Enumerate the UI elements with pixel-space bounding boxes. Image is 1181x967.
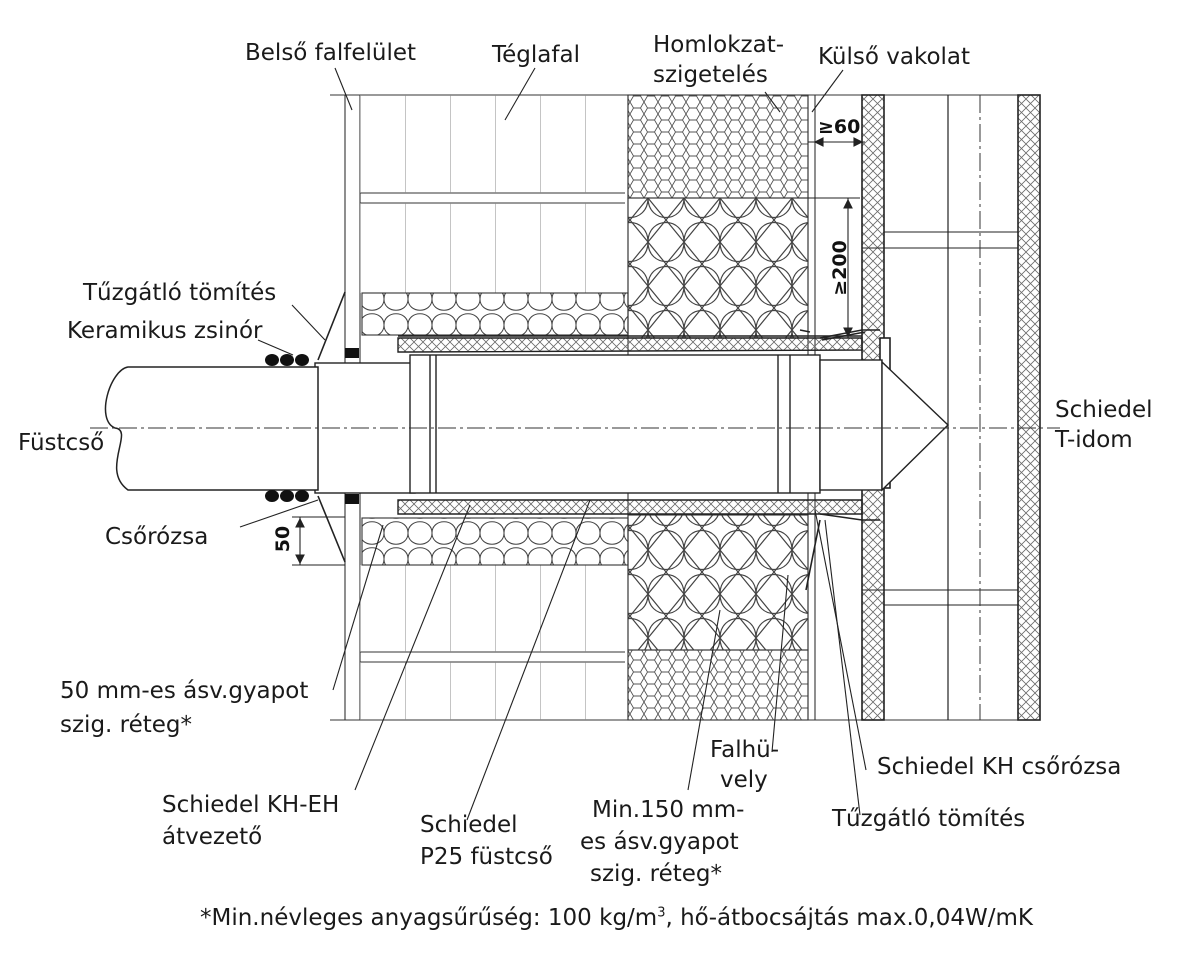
- label-rosette: Csőrózsa: [105, 524, 209, 550]
- label-fire-seal-right: Tűzgátló tömítés: [832, 806, 1026, 832]
- center-axis: [90, 95, 1060, 720]
- label-ceramic-cord: Keramikus zsinór: [67, 318, 263, 344]
- leader-lines: [239, 67, 867, 821]
- label-kh-rosette: Schiedel KH csőrózsa: [877, 754, 1122, 780]
- footnote-text-end: , hő-átbocsájtás max.0,04W/mK: [665, 905, 1033, 931]
- label-interior-wall-surface: Belső falfelület: [245, 40, 417, 66]
- dim-200: ≥200: [829, 240, 851, 296]
- footnote-superscript: 3: [657, 905, 666, 921]
- label-wool-150-1: Min.150 mm-: [592, 797, 745, 823]
- label-t-piece-2: T-idom: [1055, 427, 1133, 453]
- label-facade-insulation-1: Homlokzat-: [653, 32, 785, 58]
- label-kh-eh-2: átvezető: [162, 824, 263, 850]
- ceramic-cord: [265, 348, 359, 504]
- footnote: *Min.névleges anyagsűrűség: 100 kg/m3, h…: [200, 905, 1033, 931]
- dim-50: 50: [272, 526, 294, 552]
- label-wool-150-3: szig. réteg*: [590, 861, 723, 887]
- label-p25-2: P25 füstcső: [420, 844, 553, 870]
- p25-flue-pipe: [314, 354, 950, 494]
- label-p25-1: Schiedel: [420, 812, 518, 838]
- label-wool-150-2: es ásv.gyapot: [580, 829, 739, 855]
- label-wall-sleeve-2: vely: [720, 767, 768, 793]
- dimension-lines: [292, 137, 865, 566]
- mineral-wool-50: [361, 292, 629, 566]
- label-wool-50-2: szig. réteg*: [60, 712, 193, 738]
- mineral-wool-150: [627, 197, 809, 651]
- rosettes: [317, 291, 866, 591]
- label-t-piece-1: Schiedel: [1055, 397, 1153, 423]
- facade-insulation: [627, 94, 809, 721]
- footnote-text: *Min.névleges anyagsűrűség: 100 kg/m: [200, 905, 658, 931]
- label-fire-seal-left: Tűzgátló tömítés: [83, 280, 277, 306]
- lead-through-sleeve: [397, 329, 880, 521]
- label-wall-sleeve-1: Falhü-: [710, 737, 780, 763]
- label-exterior-render: Külső vakolat: [818, 44, 971, 70]
- label-facade-insulation-2: szigetelés: [653, 62, 768, 88]
- label-brick-wall: Téglafal: [492, 42, 580, 68]
- label-kh-eh-1: Schiedel KH-EH: [162, 792, 340, 818]
- dim-60: ≥60: [818, 116, 860, 138]
- label-wool-50-1: 50 mm-es ásv.gyapot: [60, 678, 309, 704]
- brick-wall: [360, 95, 625, 720]
- label-smoke-pipe: Füstcső: [18, 430, 105, 456]
